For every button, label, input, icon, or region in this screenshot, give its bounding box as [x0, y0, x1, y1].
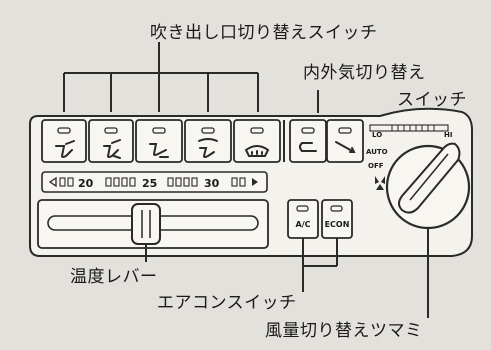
fan-icon: [375, 176, 385, 190]
fan-hi-label: HI: [444, 131, 452, 139]
ac-indicator-lamp: [296, 205, 309, 212]
scale-right-arrow-icon: [252, 178, 258, 186]
vent-button-foot[interactable]: [135, 119, 183, 163]
recirculate-icon: [299, 142, 317, 152]
foot-vent-icon: [149, 143, 169, 158]
vent-mode-switch-label: 吹き出し口切り替えスイッチ: [150, 23, 378, 43]
fan-control: LO HI AUTO OFF: [366, 124, 471, 230]
recirc-switch-label-line2: スイッチ: [397, 90, 467, 110]
fresh-indicator-lamp: [338, 127, 352, 134]
face-vent-icon: [55, 140, 75, 158]
vent-mode-buttons: [41, 119, 281, 163]
vent-indicator-lamp: [201, 127, 215, 134]
ac-button-label: A/C: [296, 220, 311, 229]
vent-button-face[interactable]: [41, 119, 87, 163]
recirculate-button[interactable]: [289, 119, 327, 163]
fan-off-label: OFF: [368, 162, 384, 170]
vent-button-defrost[interactable]: [233, 119, 281, 163]
temp-scale-30: 30: [204, 177, 220, 190]
vent-mode-connector: [63, 42, 259, 112]
econ-indicator-lamp: [330, 205, 343, 212]
divider: [283, 120, 285, 162]
fan-auto-label: AUTO: [366, 148, 388, 156]
temp-slider: [37, 199, 269, 249]
recirc-indicator-lamp: [301, 127, 315, 134]
fan-lo-label: LO: [372, 131, 382, 139]
vent-indicator-lamp: [57, 127, 71, 134]
temp-scale-20: 20: [78, 177, 94, 190]
defrost-icon: [244, 145, 270, 157]
temp-lever-label: 温度レバー: [70, 267, 158, 287]
vent-indicator-lamp: [104, 127, 118, 134]
temp-scale-25: 25: [142, 177, 157, 190]
recirc-buttons: [283, 119, 364, 163]
fan-knob-label: 風量切り替えツマミ: [265, 321, 423, 341]
foot-defrost-vent-icon: [198, 138, 218, 158]
fresh-air-icon: [335, 141, 356, 153]
econ-button-label: ECON: [325, 220, 350, 229]
ac-switch-label: エアコンスイッチ: [157, 293, 297, 313]
vent-indicator-lamp: [250, 127, 264, 134]
temp-scale: 20 25 30: [41, 171, 268, 193]
recirc-switch-label-line1: 内外気切り替え: [303, 63, 426, 83]
vent-indicator-lamp: [152, 127, 166, 134]
fan-speed-scale: [369, 124, 449, 132]
bilevel-vent-icon: [103, 139, 121, 159]
ac-connector: [302, 238, 338, 292]
ac-buttons: A/C ECON: [287, 199, 353, 239]
fresh-air-button[interactable]: [326, 119, 364, 163]
scale-left-arrow-icon: [48, 176, 57, 188]
temp-lever-knob[interactable]: [131, 203, 161, 245]
vent-button-bilevel[interactable]: [88, 119, 134, 163]
vent-button-foot-defrost[interactable]: [184, 119, 232, 163]
